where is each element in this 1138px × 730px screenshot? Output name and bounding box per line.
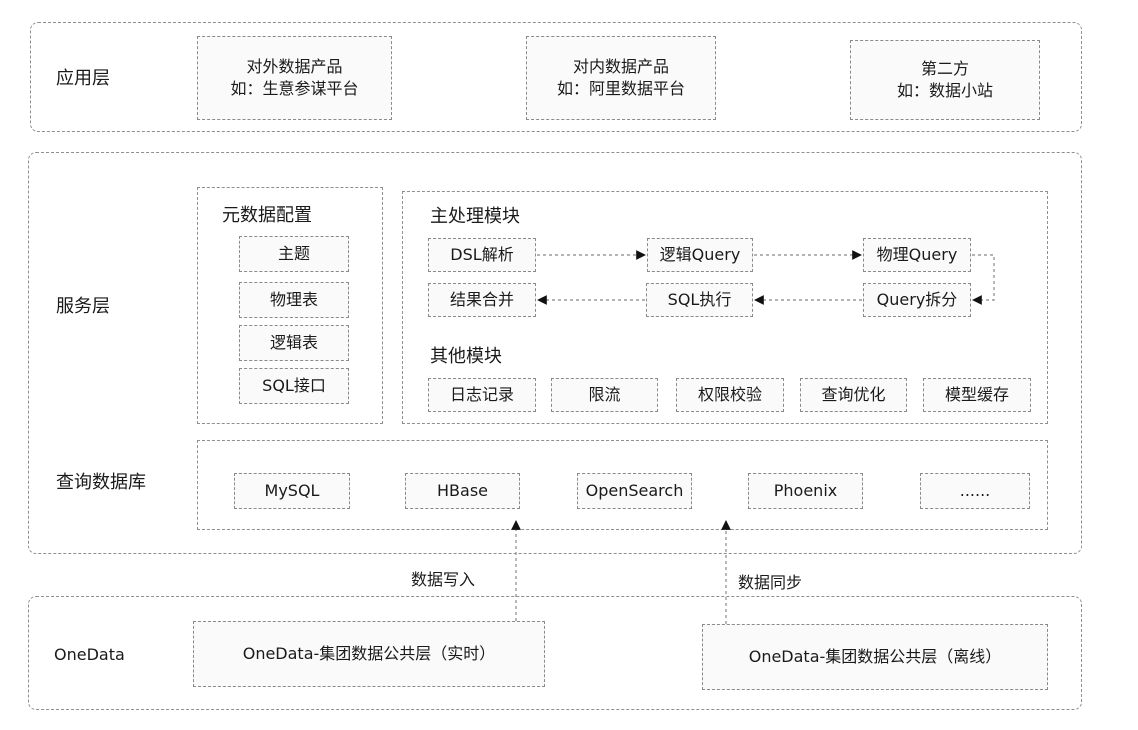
result-merge-box: 结果合并 — [428, 283, 536, 317]
query-split-box: Query拆分 — [863, 283, 971, 317]
application-layer-label: 应用层 — [56, 68, 110, 89]
internal-data-product-title: 对内数据产品 — [572, 57, 669, 77]
metadata-config-panel — [197, 187, 383, 424]
onedata-layer-label: OneData — [54, 645, 125, 664]
second-party-box: 第二方 如：数据小站 — [850, 40, 1040, 120]
internal-data-product-box: 对内数据产品 如：阿里数据平台 — [526, 36, 716, 120]
db-mysql: MySQL — [234, 473, 350, 509]
dsl-parse-box: DSL解析 — [428, 238, 536, 272]
physical-query-box: 物理Query — [863, 238, 971, 272]
external-data-product-title: 对外数据产品 — [246, 57, 343, 77]
module-permission-check: 权限校验 — [676, 378, 784, 412]
application-layer — [30, 22, 1082, 132]
external-data-product-example: 如：生意参谋平台 — [230, 79, 359, 98]
service-layer — [28, 152, 1082, 554]
metadata-item-sql-interface: SQL接口 — [239, 368, 349, 404]
processing-panel — [402, 191, 1048, 424]
db-hbase: HBase — [405, 473, 520, 509]
onedata-offline-box: OneData-集团数据公共层（离线） — [702, 624, 1048, 690]
data-sync-label: 数据同步 — [738, 573, 803, 592]
onedata-realtime-box: OneData-集团数据公共层（实时） — [193, 621, 545, 687]
internal-data-product-example: 如：阿里数据平台 — [556, 79, 685, 98]
arrow-physical-to-split — [972, 254, 995, 305]
logical-query-box: 逻辑Query — [647, 238, 753, 272]
metadata-item-physical-table: 物理表 — [239, 282, 349, 318]
db-phoenix: Phoenix — [748, 473, 863, 509]
db-more: ...... — [920, 473, 1030, 509]
second-party-title: 第二方 — [920, 59, 969, 79]
module-query-optimization: 查询优化 — [800, 378, 907, 412]
query-db-label: 查询数据库 — [56, 472, 146, 493]
external-data-product-box: 对外数据产品 如：生意参谋平台 — [197, 36, 392, 120]
module-logging: 日志记录 — [428, 378, 536, 412]
data-write-label: 数据写入 — [411, 570, 476, 589]
metadata-config-title: 元数据配置 — [222, 205, 312, 226]
main-processing-title: 主处理模块 — [430, 206, 520, 227]
other-modules-title: 其他模块 — [430, 346, 502, 367]
second-party-example: 如：数据小站 — [896, 81, 993, 100]
sql-execute-box: SQL执行 — [646, 283, 753, 317]
query-db-panel — [197, 440, 1048, 530]
db-opensearch: OpenSearch — [577, 473, 692, 509]
metadata-item-topic: 主题 — [239, 236, 349, 272]
service-layer-label: 服务层 — [56, 296, 110, 317]
metadata-item-logical-table: 逻辑表 — [239, 325, 349, 361]
onedata-layer — [28, 596, 1082, 710]
module-rate-limit: 限流 — [551, 378, 658, 412]
module-model-cache: 模型缓存 — [923, 378, 1031, 412]
